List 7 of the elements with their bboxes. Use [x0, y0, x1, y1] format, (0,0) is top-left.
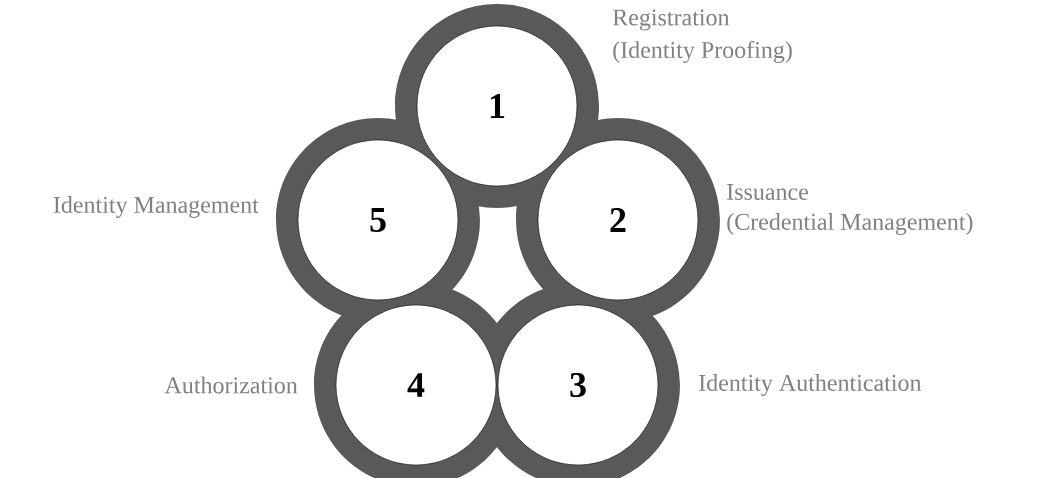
node-label: (Identity Proofing): [613, 40, 792, 64]
node-label: (Credential Management): [727, 213, 973, 235]
node-label: Registration: [612, 9, 730, 31]
node-label: Issuance: [727, 184, 808, 200]
node-label: Authorization: [164, 376, 298, 394]
node-label: Identity Authentication: [699, 374, 922, 396]
node-label: Identity Management: [53, 196, 259, 218]
